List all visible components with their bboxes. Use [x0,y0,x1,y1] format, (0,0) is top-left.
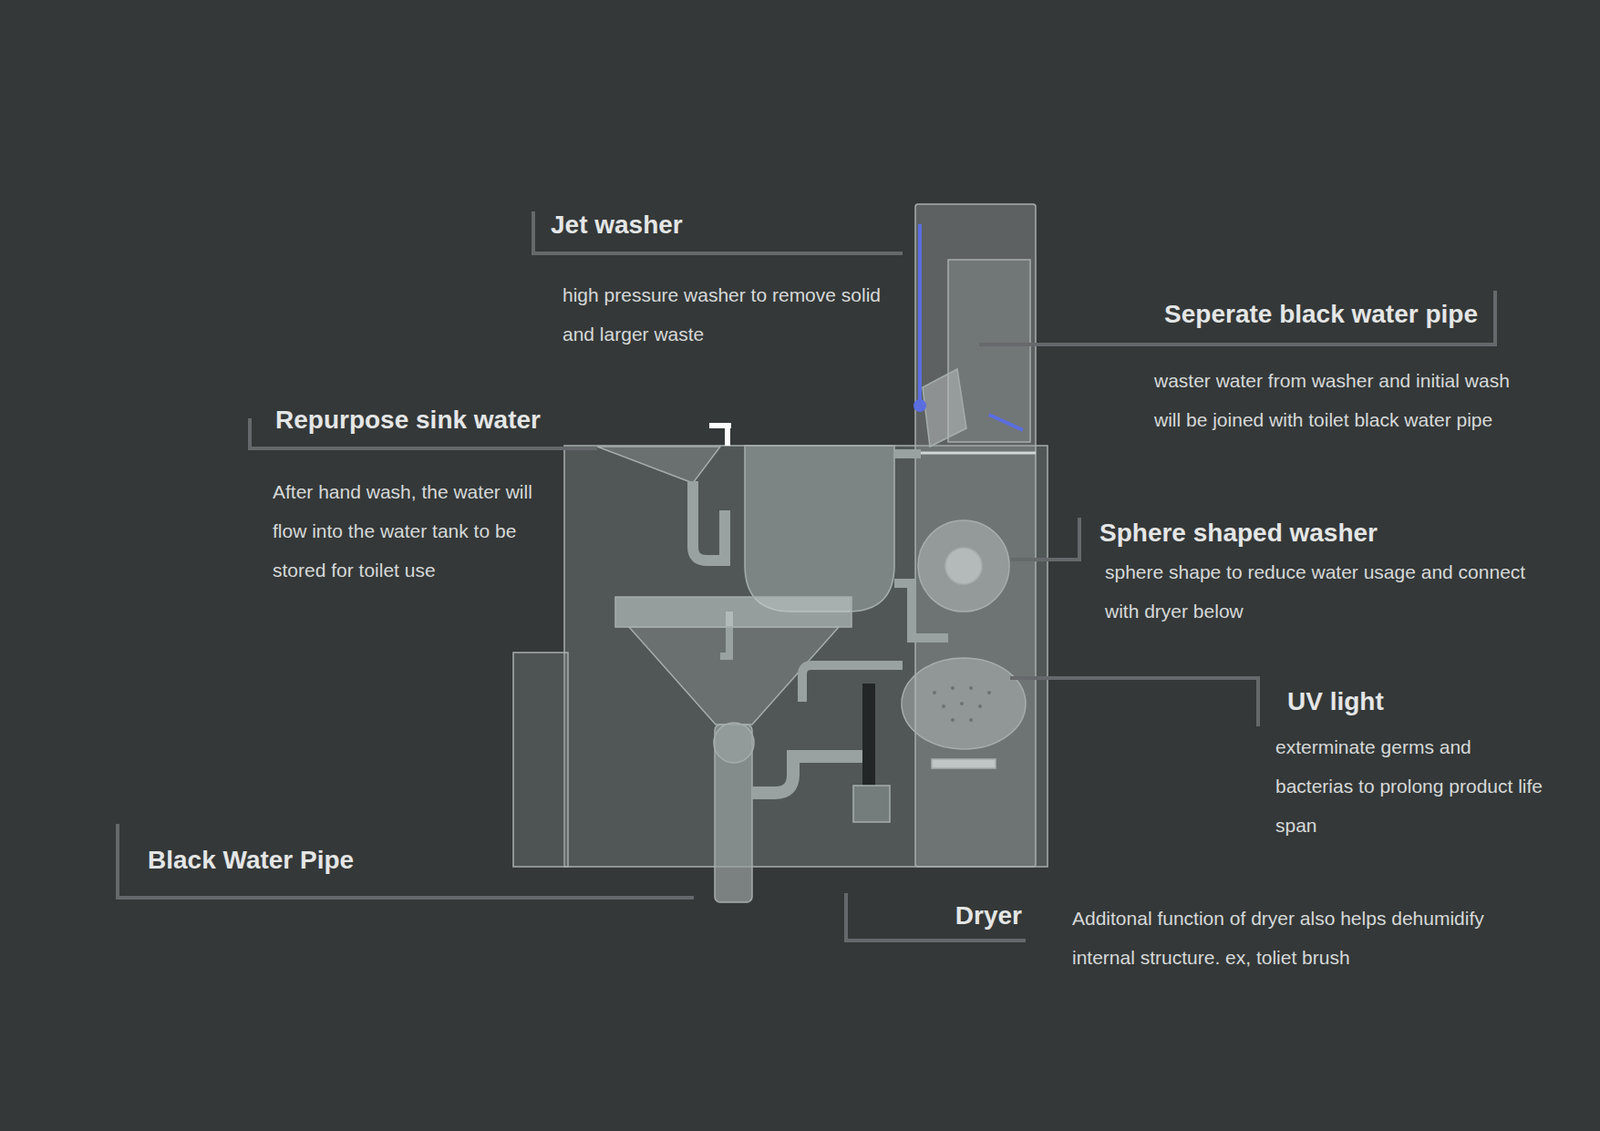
callout-heading: Repurpose sink water [275,404,541,436]
callout-heading: Black Water Pipe [147,845,354,877]
illustration [513,204,1048,903]
pipe-joint [713,722,754,764]
toilet-seat [615,597,852,628]
leader-line [1010,678,1259,727]
callout-text: sphere shape to reduce water usage and c… [1104,552,1561,631]
brush-cup [853,785,890,823]
leader-line [1010,517,1080,560]
tank-tower [915,204,1036,868]
jet-nozzle [913,399,927,413]
dryer-vent [931,759,996,769]
callout-text: waster water from washer and initial was… [1154,361,1538,440]
callout-text: Additonal function of dryer also helps d… [1072,898,1547,978]
callout-heading: Jet washer [550,209,683,241]
jet-spray [989,414,1023,431]
sink-trap [692,481,725,561]
sphere-core [945,547,982,585]
callout-text: high pressure washer to remove solid and… [562,275,900,354]
callout-text: exterminate germs and bacterias to prolo… [1275,727,1549,846]
leader-line [979,290,1496,345]
housing-side [513,652,568,868]
jet-washer [922,369,967,447]
callout-heading: UV light [1287,686,1384,718]
uv-dots [932,686,991,723]
sphere-washer [918,520,1010,612]
toilet-brush [862,683,876,786]
callout-text: After hand wash, the water will flow int… [272,472,556,590]
callout-heading: Dryer [955,900,1022,932]
faucet-stem [724,423,731,446]
sink-funnel [597,446,721,484]
tower-shelf [920,452,1036,455]
leader-line [117,824,694,899]
washer-link-pipe [802,665,903,702]
water-tank [744,445,895,612]
jet-water-line [918,224,922,406]
callout-heading: Seperate black water pipe [1164,299,1478,331]
leader-line [846,893,1026,941]
tank-pipe [894,449,921,459]
callout-heading: Sphere shaped washer [1099,517,1378,549]
toilet-bowl [629,627,839,725]
uv-bowl [901,658,1026,750]
